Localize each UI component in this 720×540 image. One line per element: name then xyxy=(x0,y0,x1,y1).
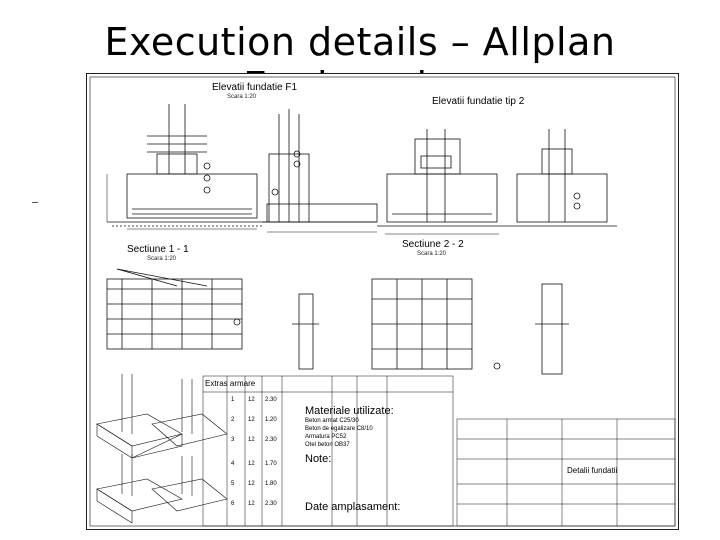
rebar-length: 1.80 xyxy=(265,481,277,487)
table-row: 5 12 1.80 xyxy=(203,478,453,492)
materials-line: Armatura PC52 xyxy=(305,434,347,440)
table-row: 6 12 2.30 xyxy=(203,498,453,512)
materials-heading: Materiale utilizate: xyxy=(305,405,394,417)
notes-heading: Note: xyxy=(305,453,332,465)
elevation-f2-title: Elevatii fundatie tip 2 xyxy=(432,96,525,107)
margin-tick xyxy=(32,202,38,203)
elevation-f1-title: Elevatii fundatie F1 xyxy=(212,82,298,93)
section-2-drawing xyxy=(371,278,569,375)
rebar-length: 2.30 xyxy=(265,397,277,403)
section-1-scale: Scara 1:20 xyxy=(147,256,177,262)
elevation-f1-scale: Scara 1:20 xyxy=(227,94,257,100)
materials-line: Beton de egalizare C8/10 xyxy=(305,426,373,432)
rebar-length: 1.20 xyxy=(265,417,277,423)
rebar-count: 12 xyxy=(248,397,255,403)
title-block-grid xyxy=(456,418,676,527)
section-1-title: Sectiune 1 - 1 xyxy=(127,244,189,255)
rebar-count: 12 xyxy=(248,481,255,487)
rebar-pos: 5 xyxy=(231,481,235,487)
table-row: 3 12 2.30 xyxy=(203,434,453,448)
drawing-sheet: Elevatii fundatie F1 Scara 1:20 Elevatii… xyxy=(86,73,679,530)
rebar-length: 1.70 xyxy=(265,461,277,467)
rebar-pos: 4 xyxy=(231,461,235,467)
rebar-pos: 1 xyxy=(231,397,235,403)
rebar-pos: 3 xyxy=(231,437,235,443)
rebar-count: 12 xyxy=(248,501,255,507)
notes-block: Materiale utilizate: Beton armat C25/30 … xyxy=(305,405,455,513)
rebar-table: 1 12 2.30 2 12 1.20 3 12 2.30 4 12 1.70 … xyxy=(203,376,453,526)
rebar-table-grid xyxy=(202,375,454,527)
drawing-linework xyxy=(89,76,676,527)
elevation-middle-drawing xyxy=(262,109,378,233)
rebar-table-title: Extras armare xyxy=(205,379,256,388)
rebar-length: 2.30 xyxy=(265,501,277,507)
rebar-pos: 6 xyxy=(231,501,235,507)
elevation-f1-drawing xyxy=(106,104,267,230)
elevation-f2-drawing xyxy=(377,129,617,235)
section-2-scale: Scara 1:20 xyxy=(417,251,447,257)
table-row: 4 12 1.70 xyxy=(203,458,453,472)
rebar-count: 12 xyxy=(248,437,255,443)
rebar-length: 2.30 xyxy=(265,437,277,443)
drawing-name: Detalii fundatii xyxy=(567,466,618,475)
table-row: 2 12 1.20 xyxy=(203,414,453,428)
section-2-title: Sectiune 2 - 2 xyxy=(402,239,464,250)
table-row: 1 12 2.30 xyxy=(203,394,453,408)
materials-line: Otel beton OB37 xyxy=(305,442,350,448)
rebar-pos: 2 xyxy=(231,417,235,423)
placement-heading: Date amplasament: xyxy=(305,501,401,513)
rebar-count: 12 xyxy=(248,461,255,467)
section-1-drawing xyxy=(106,268,319,370)
materials-line: Beton armat C25/30 xyxy=(305,418,359,424)
rebar-count: 12 xyxy=(248,417,255,423)
